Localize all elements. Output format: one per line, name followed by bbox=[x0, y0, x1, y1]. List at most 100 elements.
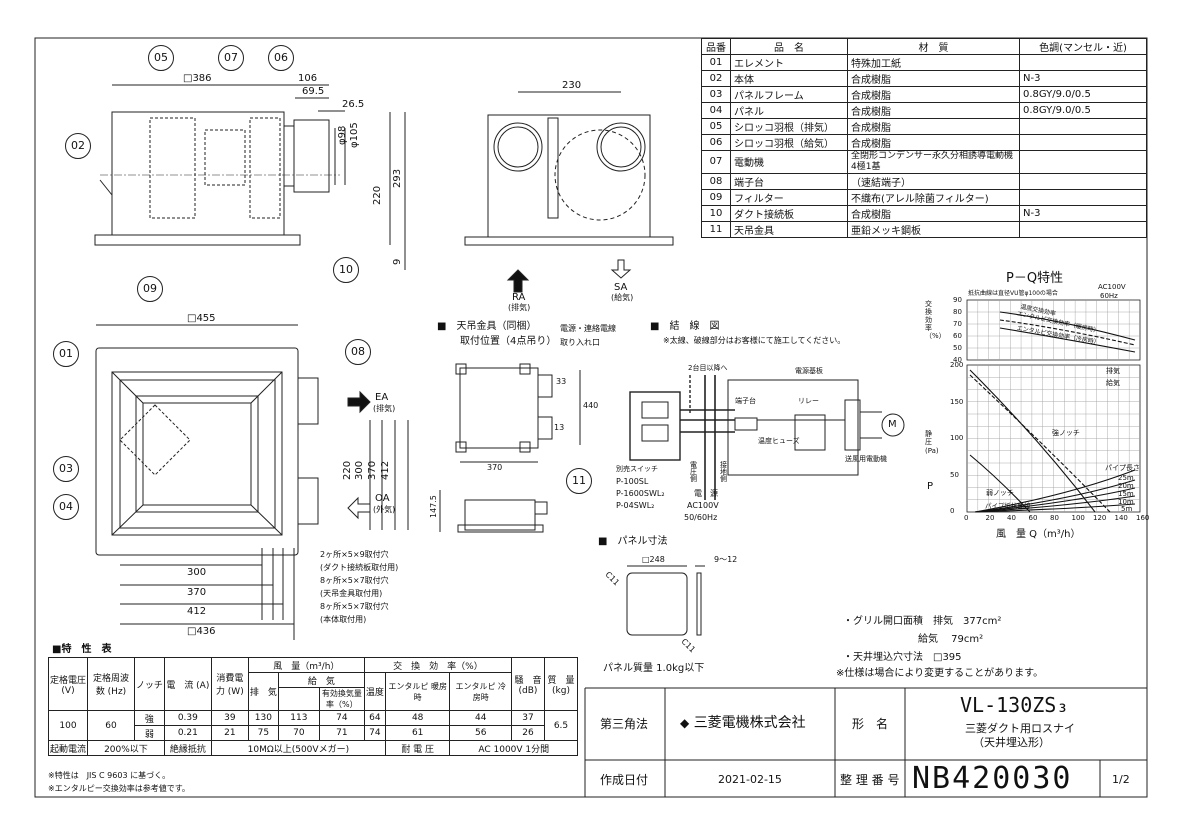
spec-withstand-label: 耐 電 圧 bbox=[384, 740, 451, 756]
pq-eff-tick: 70 bbox=[953, 320, 962, 328]
callout-03: 03 bbox=[53, 456, 79, 482]
pq-curve bbox=[974, 487, 1136, 513]
grille-line-1: ・グリル開口面積 排気 377cm² bbox=[843, 616, 1002, 627]
part-name: パネル bbox=[730, 102, 848, 119]
part-no: 07 bbox=[701, 150, 731, 174]
callout-11: 11 bbox=[566, 468, 592, 494]
spec-noise-weak: 26 bbox=[511, 725, 545, 741]
spec-power-weak: 21 bbox=[210, 725, 249, 741]
hanger-title: ■ 天吊金具（同梱） bbox=[437, 321, 537, 332]
header-color: 色調(マンセル・近) bbox=[1019, 38, 1147, 55]
spec-enth-c-weak: 56 bbox=[449, 725, 512, 741]
part-material: 合成樹脂 bbox=[847, 86, 1020, 103]
spec-mass: 6.5 bbox=[544, 710, 578, 741]
spec-enth-c-strong: 44 bbox=[449, 710, 512, 726]
part-material: 合成樹脂 bbox=[847, 102, 1020, 119]
mitsubishi-logo-icon: ◆ bbox=[680, 716, 690, 730]
dim-370-plan: 370 bbox=[367, 460, 378, 480]
wiring-title: ■ 結 線 図 bbox=[650, 321, 720, 332]
pq-pressure-label: 静圧(Pa) bbox=[925, 430, 939, 455]
pq-curve bbox=[974, 469, 1136, 513]
part-material: （速結端子） bbox=[847, 172, 1020, 190]
pq-hz: 60Hz bbox=[1100, 292, 1118, 300]
dim-436-bottom: □436 bbox=[187, 626, 216, 637]
wiring-power-board: 電源基板 bbox=[795, 367, 823, 375]
sa-sub: (給気) bbox=[611, 293, 634, 302]
ea-label: EA bbox=[375, 392, 389, 403]
pq-p-tick: 50 bbox=[950, 470, 959, 479]
sa-label: SA bbox=[614, 282, 628, 293]
spec-footnote-2: ※エンタルピー交換効率は参考値です。 bbox=[48, 784, 190, 793]
hanger-dim-440: 440 bbox=[583, 401, 599, 410]
hanger-dim-13: 13 bbox=[554, 423, 565, 432]
pq-eff-tick: 50 bbox=[953, 344, 962, 352]
spec-h-voltage: 定格電圧 (V) bbox=[47, 657, 89, 711]
header-part-name: 品 名 bbox=[730, 38, 848, 55]
part-no: 01 bbox=[701, 54, 731, 71]
spec-withstand-value: AC 1000V 1分間 bbox=[449, 740, 578, 756]
pq-pipe-len-title: パイプ長さ bbox=[1105, 464, 1140, 472]
pq-curve bbox=[969, 369, 1096, 513]
tb-model: VL-130ZS₃ bbox=[960, 693, 1069, 717]
wiring-relay: リレー bbox=[798, 397, 819, 405]
part-material: 亜鉛メッキ鋼板 bbox=[847, 220, 1020, 238]
panel-dim-9-12: 9～12 bbox=[714, 555, 738, 564]
panel-drawing bbox=[626, 565, 705, 636]
dim-455: □455 bbox=[187, 313, 216, 324]
oa-label: OA bbox=[375, 493, 390, 504]
callout-02: 02 bbox=[65, 133, 91, 159]
part-no: 06 bbox=[701, 134, 731, 151]
pq-power: AC100V bbox=[1098, 283, 1126, 291]
tb-drawing-no: NB420030 bbox=[912, 761, 1073, 796]
tb-desc-1: 三菱ダクト用ロスナイ bbox=[965, 722, 1075, 735]
hole-note-6: (本体取付用) bbox=[320, 615, 367, 624]
wiring-switch-1: P-100SL bbox=[616, 477, 649, 486]
spec-h-exh: 排 気 bbox=[247, 672, 279, 711]
callout-07: 07 bbox=[218, 45, 244, 71]
hanger-dim-147-5: 147.5 bbox=[429, 495, 438, 518]
hole-note-5: 8ヶ所×5×7取付穴 bbox=[320, 602, 389, 611]
tb-sheet: 1/2 bbox=[1112, 773, 1130, 786]
hanger-dim-370: 370 bbox=[487, 463, 503, 472]
pq-p-label: P bbox=[927, 481, 934, 492]
pq-curve bbox=[974, 479, 1136, 513]
spec-start-value: 200%以下 bbox=[87, 740, 165, 756]
pq-x-tick: 160 bbox=[1136, 514, 1150, 522]
hole-note-2: (ダクト接続板取付用) bbox=[320, 563, 399, 572]
part-color bbox=[1019, 188, 1147, 206]
panel-title: ■ パネル寸法 bbox=[598, 536, 668, 547]
part-color: N-3 bbox=[1019, 204, 1147, 222]
spec-start-label: 起動電流 bbox=[47, 740, 89, 756]
grille-note: ※仕様は場合により変更することがあります。 bbox=[836, 668, 1044, 679]
pq-notch-strong: 強ノッチ bbox=[1052, 429, 1080, 437]
callout-04: 04 bbox=[53, 494, 79, 520]
pq-p-tick: 150 bbox=[950, 397, 964, 406]
side-view bbox=[464, 91, 674, 293]
part-color bbox=[1019, 172, 1147, 190]
spec-power-strong: 39 bbox=[210, 710, 249, 726]
grille-line-3: ・天井埋込穴寸法 □395 bbox=[843, 652, 962, 663]
ra-sub: (排気) bbox=[508, 303, 531, 312]
dim-370-bottom: 370 bbox=[187, 587, 207, 598]
hanger-cable-note-2: 取り入れ口 bbox=[560, 338, 600, 347]
spec-h-sup: 給 気 bbox=[277, 672, 365, 688]
wiring-power-v: AC100V bbox=[687, 501, 719, 510]
dim-412-plan: 412 bbox=[380, 460, 391, 480]
dim-26-5: 26.5 bbox=[342, 99, 365, 110]
plan-view bbox=[95, 324, 409, 640]
dim-phi105: φ105 bbox=[349, 122, 360, 148]
tb-date-label: 作成日付 bbox=[600, 773, 649, 787]
spec-temp-weak: 74 bbox=[363, 725, 386, 741]
spec-h-eff-sup: 有効換気量率（%） bbox=[318, 687, 365, 711]
part-color bbox=[1019, 150, 1147, 174]
pq-curve bbox=[974, 503, 1136, 513]
spec-h-current: 電 流 (A) bbox=[163, 657, 212, 711]
hole-note-4: (天吊金具取付用) bbox=[320, 589, 383, 598]
